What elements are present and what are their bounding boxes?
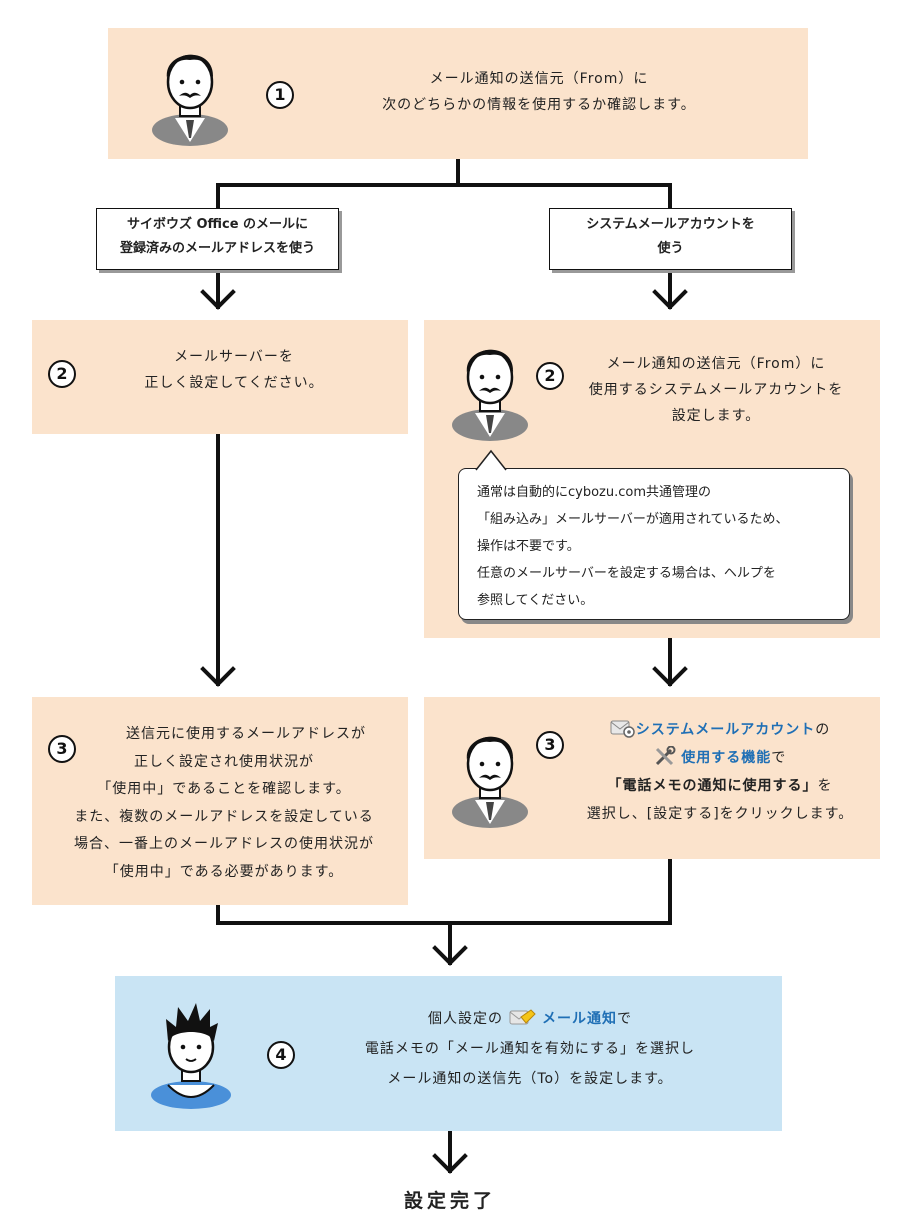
text-line: 操作は不要です。	[477, 539, 580, 554]
text-line: 任意のメールサーバーを設定する場合は、ヘルプを	[477, 566, 776, 581]
text-fragment: の	[815, 722, 831, 738]
text-line: メール通知の送信元（From）に	[606, 356, 826, 372]
completion-label: 設定完了	[403, 1190, 496, 1212]
text-line: 場合、一番上のメールアドレスの使用状況が	[74, 836, 374, 852]
text-line: 送信元に使用するメールアドレスが	[126, 726, 366, 742]
step1-text: メール通知の送信元（From）に 次のどちらかの情報を使用するか確認します。	[300, 66, 778, 118]
text-line: 電話メモの「メール通知を有効にする」を選択し	[364, 1041, 696, 1057]
text-fragment: 個人設定の	[428, 1011, 504, 1027]
text-line: 選択し、[設定する]をクリックします。	[586, 806, 854, 822]
text-fragment: を	[817, 778, 833, 794]
arrow-down-icon	[200, 666, 236, 687]
mail-notification-link[interactable]: メール通知	[541, 1011, 617, 1027]
mail-settings-icon	[610, 720, 635, 738]
text-line: 通常は自動的にcybozu.com共通管理の	[477, 485, 712, 500]
note-bubble: 通常は自動的にcybozu.com共通管理の 「組み込み」メールサーバーが適用さ…	[458, 468, 850, 620]
text-line: 参照してください。	[477, 593, 594, 608]
arrow-down-icon	[652, 666, 688, 687]
text-line: 正しく設定され使用状況が	[134, 753, 314, 770]
step2-right-text: メール通知の送信元（From）に 使用するシステムメールアカウントを 設定します…	[568, 351, 864, 429]
text-fragment: で	[771, 750, 787, 766]
step3-left-panel	[32, 697, 408, 905]
step3-left-text: 送信元に使用するメールアドレスが 正しく設定され使用状況が 「使用中」であること…	[44, 721, 404, 886]
text-line: 設定します。	[671, 408, 761, 424]
text-line: 使用するシステムメールアカウントを	[588, 382, 844, 398]
man-mustache-icon	[452, 349, 528, 441]
step-number-badge: 3	[48, 735, 76, 763]
text-line: メール通知の送信元（From）に	[429, 71, 649, 87]
text-line: 「使用中」である必要があります。	[104, 863, 344, 880]
step4-panel	[115, 976, 782, 1131]
text-line: システムメールアカウントを	[586, 217, 755, 232]
step-number-badge: 3	[536, 731, 564, 759]
arrow-down-icon	[432, 945, 468, 966]
text-line: 使用する機能で	[568, 744, 872, 772]
choice-left: サイボウズ Office のメールに 登録済みのメールアドレスを使う	[96, 208, 339, 270]
text-line: 次のどちらかの情報を使用するか確認します。	[382, 97, 696, 113]
text-line: 個人設定の メール通知で	[300, 1004, 760, 1034]
text-line: 「組み込み」メールサーバーが適用されているため、	[477, 512, 789, 527]
text-line: 登録済みのメールアドレスを使う	[119, 241, 315, 256]
text-fragment: で	[616, 1011, 632, 1027]
text-line: また、複数のメールアドレスを設定している	[74, 808, 374, 825]
text-line: 「電話メモの通知に使用する」を	[568, 772, 872, 800]
emphasis-text: 「電話メモの通知に使用する」	[607, 778, 818, 794]
step-number-badge: 2	[48, 360, 76, 388]
text-line: 「使用中」であることを確認します。	[97, 781, 351, 797]
mail-notification-icon	[509, 1009, 536, 1025]
tools-icon	[655, 745, 676, 766]
man-mustache-icon	[452, 736, 528, 828]
arrow-down-icon	[432, 1153, 468, 1174]
arrow-down-icon	[652, 289, 688, 310]
text-line: システムメールアカウントの	[568, 716, 872, 744]
bubble-pointer	[475, 449, 507, 471]
step3-right-text: システムメールアカウントの 使用する機能で 「電話メモの通知に使用する」を 選択…	[568, 716, 872, 828]
text-line: サイボウズ Office のメールに	[126, 217, 309, 232]
text-line: メール通知の送信先（To）を設定します。	[387, 1071, 673, 1087]
text-line: 正しく設定してください。	[144, 375, 324, 391]
system-mail-account-link[interactable]: システムメールアカウント	[635, 722, 816, 738]
text-line: メールサーバーを	[174, 349, 294, 365]
man-spiky-hair-icon	[151, 1003, 231, 1109]
step1-panel	[108, 28, 808, 159]
choice-right: システムメールアカウントを 使う	[549, 208, 792, 270]
text-line: 使う	[657, 241, 684, 256]
step-number-badge: 1	[266, 81, 294, 109]
use-function-link[interactable]: 使用する機能	[681, 750, 772, 766]
man-mustache-icon	[152, 54, 228, 146]
arrow-down-icon	[200, 289, 236, 310]
step-number-badge: 2	[536, 362, 564, 390]
step2-left-text: メールサーバーを 正しく設定してください。	[84, 344, 384, 396]
step2-left-panel	[32, 320, 408, 434]
step4-text: 個人設定の メール通知で 電話メモの「メール通知を有効にする」を選択し メール通…	[300, 1004, 760, 1094]
step-number-badge: 4	[267, 1041, 295, 1069]
